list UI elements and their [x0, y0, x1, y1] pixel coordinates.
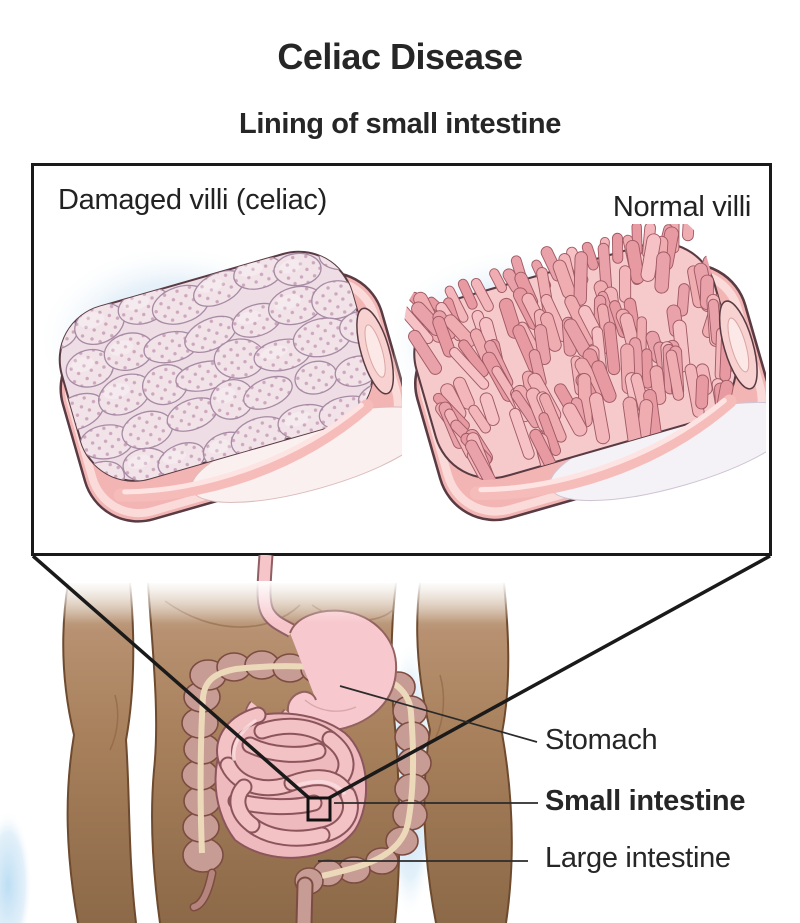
- page-title: Celiac Disease: [277, 36, 523, 77]
- right-arm: [416, 582, 513, 923]
- damaged-villi-label: Damaged villi (celiac): [58, 184, 327, 216]
- blue-shadow: [0, 810, 32, 923]
- left-arm: [62, 582, 137, 923]
- villi-inset-panel: Damaged villi (celiac) Normal villi: [31, 163, 772, 556]
- normal-villi-label: Normal villi: [612, 191, 751, 223]
- large-intestine-label: Large intestine: [545, 842, 731, 874]
- zoom-line-right: [328, 555, 771, 800]
- normal-villi-illustration: [394, 224, 766, 522]
- stomach-leader-line: [339, 685, 538, 743]
- torso-illustration: [0, 555, 771, 923]
- diagram-subtitle: Lining of small intestine: [239, 108, 561, 140]
- stomach-label: Stomach: [545, 724, 658, 756]
- small-intestine-coils: [214, 706, 368, 859]
- torso-top-fade: [50, 581, 520, 623]
- zoom-line-left: [31, 555, 311, 800]
- finger-villi: [397, 224, 741, 489]
- small-intestine-label: Small intestine: [545, 785, 746, 817]
- zoom-target-square: [306, 796, 332, 822]
- damaged-villi-illustration: [40, 238, 402, 523]
